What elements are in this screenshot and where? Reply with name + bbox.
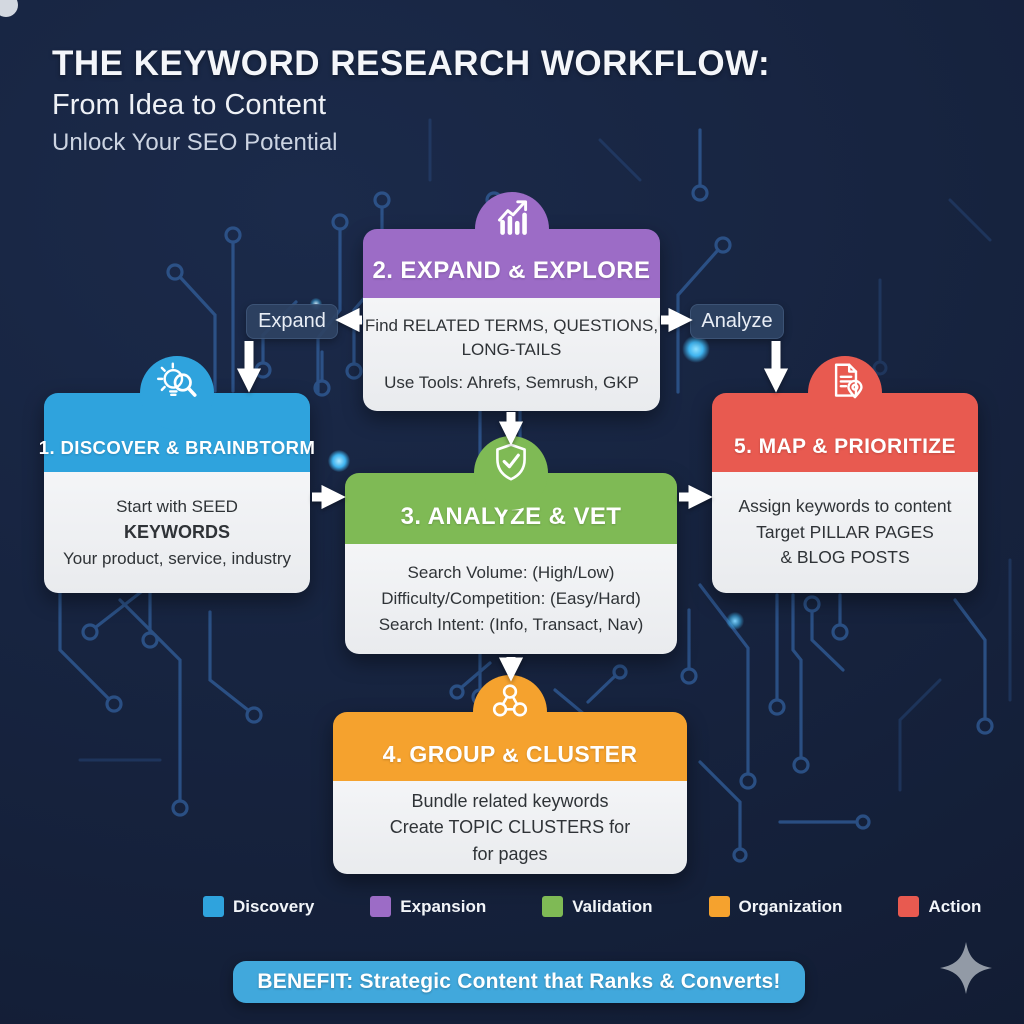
flow-label-text: Expand xyxy=(258,310,326,332)
step-header: 5. MAP & PRIORITIZE xyxy=(712,393,978,472)
step-card-discover-brainstorm: 1. DISCOVER & BRAINBTORM Start with SEED… xyxy=(39,356,315,593)
step-body-line: Create TOPIC CLUSTERS for xyxy=(389,817,631,838)
legend-swatch-expansion xyxy=(370,896,392,917)
legend-swatch-validation xyxy=(542,896,564,917)
legend-item-validation: Validation xyxy=(542,896,653,917)
growth-chart-icon xyxy=(497,200,527,235)
step-body-line: for pages xyxy=(472,843,548,864)
sparkle-icon xyxy=(940,942,992,994)
step-body: Start with SEED KEYWORDS Your product, s… xyxy=(44,472,310,593)
legend-item-action: Action xyxy=(898,896,981,917)
title-block: THE KEYWORD RESEARCH WORKFLOW: From Idea… xyxy=(52,44,770,157)
step-body: Bundle related keywords Create TOPIC CLU… xyxy=(333,781,687,874)
benefit-banner: BENEFIT: Strategic Content that Ranks & … xyxy=(233,961,805,1003)
step-body-line: Search Volume: (High/Low) xyxy=(407,563,615,583)
cluster-icon xyxy=(492,684,528,717)
step-body: Assign keywords to content Target PILLAR… xyxy=(712,472,978,593)
flow-label-analyze: Analyze xyxy=(690,304,784,339)
legend-label: Organization xyxy=(738,896,843,916)
legend-label: Validation xyxy=(572,896,653,916)
legend-item-organization: Organization xyxy=(708,896,843,917)
step-card-map-prioritize: 5. MAP & PRIORITIZE Assign keywords to c… xyxy=(712,356,978,593)
legend-label: Action xyxy=(928,896,982,916)
legend: Discovery Expansion Validation Organizat… xyxy=(203,896,981,917)
step-body-line: KEYWORDS xyxy=(123,522,230,542)
step-body-line: Start with SEED xyxy=(116,496,238,516)
legend-swatch-organization xyxy=(708,896,730,917)
step-icon-badge xyxy=(808,356,882,430)
flow-label-expand: Expand xyxy=(246,304,338,339)
step-body-line: Target PILLAR PAGES xyxy=(756,521,934,542)
benefit-banner-text: BENEFIT: Strategic Content that Ranks & … xyxy=(257,970,781,993)
step-body-line: LONG-TAILS xyxy=(461,340,562,360)
step-body-line: Difficulty/Competition: (Easy/Hard) xyxy=(381,589,641,609)
step-card-expand-explore: 2. EXPAND & EXPLORE Find RELATED TERMS, … xyxy=(363,192,660,411)
flow-label-text: Analyze xyxy=(701,310,773,332)
step-body: Find RELATED TERMS, QUESTIONS, LONG-TAIL… xyxy=(363,298,660,411)
shield-check-icon xyxy=(496,443,526,481)
corner-decoration xyxy=(0,0,18,17)
step-icon-badge xyxy=(140,356,214,430)
step-body-line: Use Tools: Ahrefs, Semrush, GKP xyxy=(384,372,639,392)
page-title: THE KEYWORD RESEARCH WORKFLOW: xyxy=(52,44,771,83)
page-subtitle: From Idea to Content xyxy=(52,89,327,122)
step-body-line: Bundle related keywords xyxy=(411,791,609,812)
step-title: 1. DISCOVER & BRAINBTORM xyxy=(38,437,316,458)
step-body-line: Your product, service, industry xyxy=(62,549,292,568)
step-body-line: Search Intent: (Info, Transact, Nav) xyxy=(378,614,644,634)
step-body-line: & BLOG POSTS xyxy=(780,547,910,568)
step-card-analyze-vet: 3. ANALYZE & VET Search Volume: (High/Lo… xyxy=(345,436,677,654)
step-body: Search Volume: (High/Low) Difficulty/Com… xyxy=(345,544,677,654)
step-title: 5. MAP & PRIORITIZE xyxy=(734,435,956,458)
step-icon-badge xyxy=(474,436,548,510)
step-icon-badge xyxy=(474,192,549,266)
step-card-group-cluster: 4. GROUP & CLUSTER Bundle related keywor… xyxy=(333,675,687,874)
legend-swatch-discovery xyxy=(203,896,224,917)
legend-label: Expansion xyxy=(400,896,487,916)
legend-item-discovery: Discovery xyxy=(203,896,314,917)
legend-item-expansion: Expansion xyxy=(370,896,486,917)
document-pin-icon xyxy=(834,363,863,399)
legend-label: Discovery xyxy=(233,896,315,916)
page-tagline: Unlock Your SEO Potential xyxy=(52,129,338,157)
lightbulb-magnifier-icon xyxy=(156,362,197,397)
step-header: 1. DISCOVER & BRAINBTORM xyxy=(39,393,315,472)
legend-swatch-action xyxy=(898,896,920,917)
step-body-line: Assign keywords to content xyxy=(738,496,952,517)
step-body-line: Find RELATED TERMS, QUESTIONS, xyxy=(364,316,659,336)
step-icon-badge xyxy=(473,675,547,749)
